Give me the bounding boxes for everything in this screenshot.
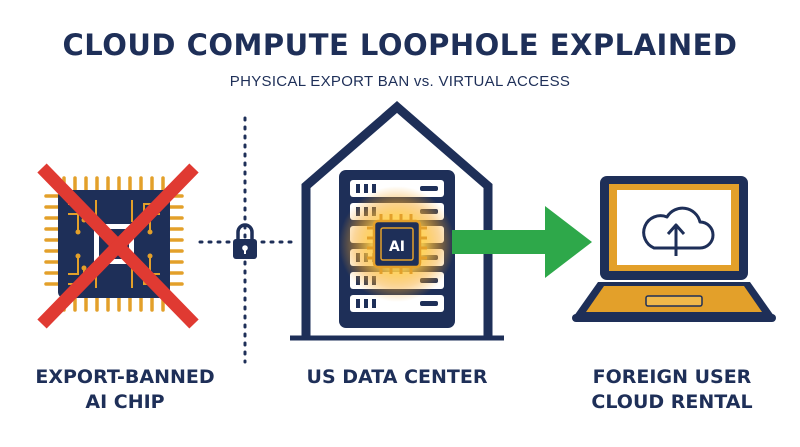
label-banned-chip-line1: EXPORT-BANNED [35, 366, 215, 388]
label-data-center: US DATA CENTER [290, 365, 504, 390]
padlock-icon [232, 223, 258, 259]
label-banned-chip-line2: AI CHIP [85, 391, 165, 413]
page-subtitle: PHYSICAL EXPORT BAN vs. VIRTUAL ACCESS [229, 73, 571, 90]
red-x-icon [37, 163, 199, 329]
label-foreign-user: FOREIGN USER CLOUD RENTAL [565, 365, 779, 415]
chip-label: AI [389, 239, 405, 255]
label-foreign-user-line2: CLOUD RENTAL [591, 391, 753, 413]
label-data-center-line1: US DATA CENTER [306, 366, 488, 388]
page-title: CLOUD COMPUTE LOOPHOLE EXPLAINED [62, 28, 738, 62]
label-banned-chip: EXPORT-BANNED AI CHIP [20, 365, 230, 415]
label-foreign-user-line1: FOREIGN USER [592, 366, 752, 388]
cloud-upload-icon [642, 206, 715, 256]
ai-chip-icon: AI [367, 214, 427, 274]
green-right-arrow-icon [452, 206, 592, 278]
